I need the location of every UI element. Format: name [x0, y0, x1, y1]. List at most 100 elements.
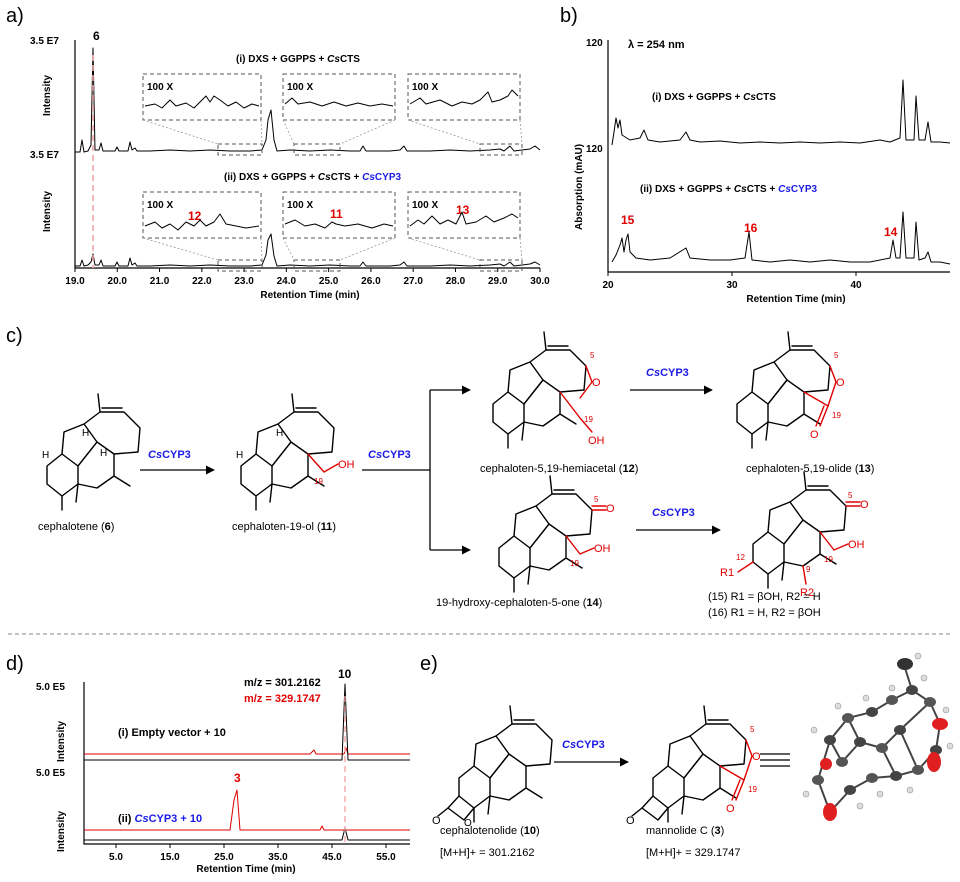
svg-text:R2: R2 — [800, 587, 814, 599]
panel-d-trace-i-black — [84, 683, 410, 761]
label-cephalotene: cephalotene (6) — [38, 521, 114, 533]
panel-d-trace-ii-red — [84, 789, 410, 831]
svg-text:OH: OH — [588, 435, 605, 447]
panel-a-xlabel: Retention Time (min) — [260, 290, 359, 301]
panel-e: e) O O cephalotenolide (10) [M+H]+ = 301… — [420, 652, 954, 859]
svg-text:5: 5 — [848, 491, 853, 500]
panel-d-letter: d) — [6, 653, 24, 675]
panel-d-x-tick-label: 15.0 — [160, 852, 180, 863]
svg-text:19: 19 — [748, 785, 757, 794]
svg-text:O: O — [592, 377, 601, 389]
svg-text:O: O — [464, 818, 472, 829]
svg-text:100 X: 100 X — [412, 82, 438, 93]
panel-b-ylabel: Absorption (mAU) — [574, 144, 585, 230]
enzyme-3: CsCYP3 — [646, 367, 689, 379]
panel-a-trace-i-label: (i) DXS + GGPPS + CsCTS — [236, 54, 360, 65]
panel-a-x-tick-label: 24.0 — [277, 276, 297, 287]
mass-10: [M+H]+ = 301.2162 — [440, 847, 534, 859]
panel-a-letter: a) — [6, 5, 24, 27]
svg-text:O: O — [432, 815, 441, 827]
structure-14: 5 O OH 19 — [498, 475, 615, 593]
panel-d-ylabel-top: Intensity — [56, 720, 67, 762]
panel-a-zoom-top: 100 X 100 X 100 X — [142, 73, 523, 156]
svg-text:12: 12 — [736, 553, 745, 562]
enzyme-e: CsCYP3 — [562, 739, 605, 751]
panel-d-peak-3: 3 — [234, 771, 241, 785]
structure-6: H H H — [42, 393, 141, 511]
label-cephalotenolide: cephalotenolide (10) — [440, 825, 540, 837]
svg-text:100 X: 100 X — [287, 82, 313, 93]
panel-c-letter: c) — [6, 325, 23, 347]
panel-d-x-tick-label: 45.0 — [322, 852, 342, 863]
panel-a-x-tick-label: 22.0 — [192, 276, 212, 287]
zoom-peak-13: 13 — [456, 203, 470, 217]
panel-d-x-tick-label: 55.0 — [376, 852, 396, 863]
label-cephaloten-19-ol: cephaloten-19-ol (11) — [232, 521, 336, 533]
panel-d: d) 5.0 E5 5.0 E5 Intensity Intensity 5.0… — [6, 653, 410, 875]
svg-text:19: 19 — [314, 477, 323, 486]
enzyme-1: CsCYP3 — [148, 449, 191, 461]
svg-text:100 X: 100 X — [287, 200, 313, 211]
panel-a-x-tick-label: 21.0 — [150, 276, 170, 287]
panel-d-trace-i-label: (i) Empty vector + 10 — [118, 727, 226, 739]
panel-a-trace-ii-label: (ii) DXS + GGPPS + CsCTS + CsCYP3 — [224, 172, 401, 183]
label-16: (16) R1 = H, R2 = βOH — [708, 607, 821, 619]
panel-a-x-tick-label: 30.0 — [530, 276, 550, 287]
panel-d-scale-top: 5.0 E5 — [36, 682, 65, 693]
svg-text:H: H — [276, 428, 283, 439]
panel-a-zoom-bottom: 100 X 100 X 100 X 12 11 13 — [142, 191, 523, 272]
panel-a-trace-ii — [75, 233, 541, 267]
svg-text:19: 19 — [584, 415, 593, 424]
panel-a-trace-i — [75, 47, 541, 153]
structure-3: 5 O 19 O O — [626, 705, 761, 827]
panel-a-x-tick-label: 27.0 — [403, 276, 423, 287]
structure-10: O O — [432, 705, 553, 829]
panel-a-scale-top: 3.5 E7 — [30, 36, 59, 47]
panel-b-y-mid: 120 — [586, 144, 603, 155]
svg-text:100 X: 100 X — [412, 200, 438, 211]
svg-text:H: H — [236, 450, 243, 461]
crystal-structure — [802, 652, 954, 821]
svg-text:O: O — [860, 499, 869, 511]
panel-c: c) H H H cephalotene (6) CsCYP3 OH 19 H … — [6, 325, 874, 619]
svg-text:5: 5 — [750, 725, 755, 734]
panel-a-ylabel-top: Intensity — [42, 74, 53, 116]
panel-b-peak-16: 16 — [744, 221, 758, 235]
svg-text:O: O — [836, 377, 845, 389]
panel-a-peak-6: 6 — [93, 29, 100, 43]
panel-a-x-tick-label: 25.0 — [319, 276, 339, 287]
zoom-peak-12: 12 — [188, 209, 202, 223]
panel-b-x-tick-label: 40 — [850, 280, 862, 291]
enzyme-2: CsCYP3 — [368, 449, 411, 461]
panel-b-peak-14: 14 — [884, 225, 898, 239]
svg-text:5: 5 — [590, 351, 595, 360]
panel-b-axes — [607, 40, 950, 273]
svg-text:O: O — [726, 803, 735, 815]
svg-text:O: O — [606, 503, 615, 515]
svg-text:OH: OH — [338, 459, 355, 471]
panel-d-axes — [83, 682, 410, 845]
svg-text:O: O — [810, 429, 819, 441]
panel-d-xlabel: Retention Time (min) — [196, 864, 295, 875]
panel-b-peak-15: 15 — [621, 213, 635, 227]
svg-text:19: 19 — [824, 555, 833, 564]
structure-15-16: 5 O OH 19 12 9 R1 R2 — [720, 471, 869, 599]
svg-text:H: H — [82, 428, 89, 439]
panel-a-x-tick-label: 20.0 — [108, 276, 128, 287]
panel-b-lambda: λ = 254 nm — [628, 39, 685, 51]
panel-a-x-tick-label: 29.0 — [488, 276, 508, 287]
svg-text:O: O — [752, 751, 761, 763]
branch-arrow — [362, 390, 431, 550]
label-hemiacetal: cephaloten-5,19-hemiacetal (12) — [480, 463, 638, 475]
panel-a-scale-bottom: 3.5 E7 — [30, 150, 59, 161]
svg-text:19: 19 — [570, 559, 579, 568]
label-olide: cephaloten-5,19-olide (13) — [746, 463, 874, 475]
svg-text:100 X: 100 X — [147, 82, 173, 93]
panel-e-letter: e) — [420, 653, 438, 675]
panel-a: a) 3.5 E7 3.5 E7 Intensity Intensity 6 1… — [6, 5, 550, 301]
svg-text:100 X: 100 X — [147, 200, 173, 211]
label-15: (15) R1 = βOH, R2 = H — [708, 591, 821, 603]
svg-text:OH: OH — [594, 543, 611, 555]
